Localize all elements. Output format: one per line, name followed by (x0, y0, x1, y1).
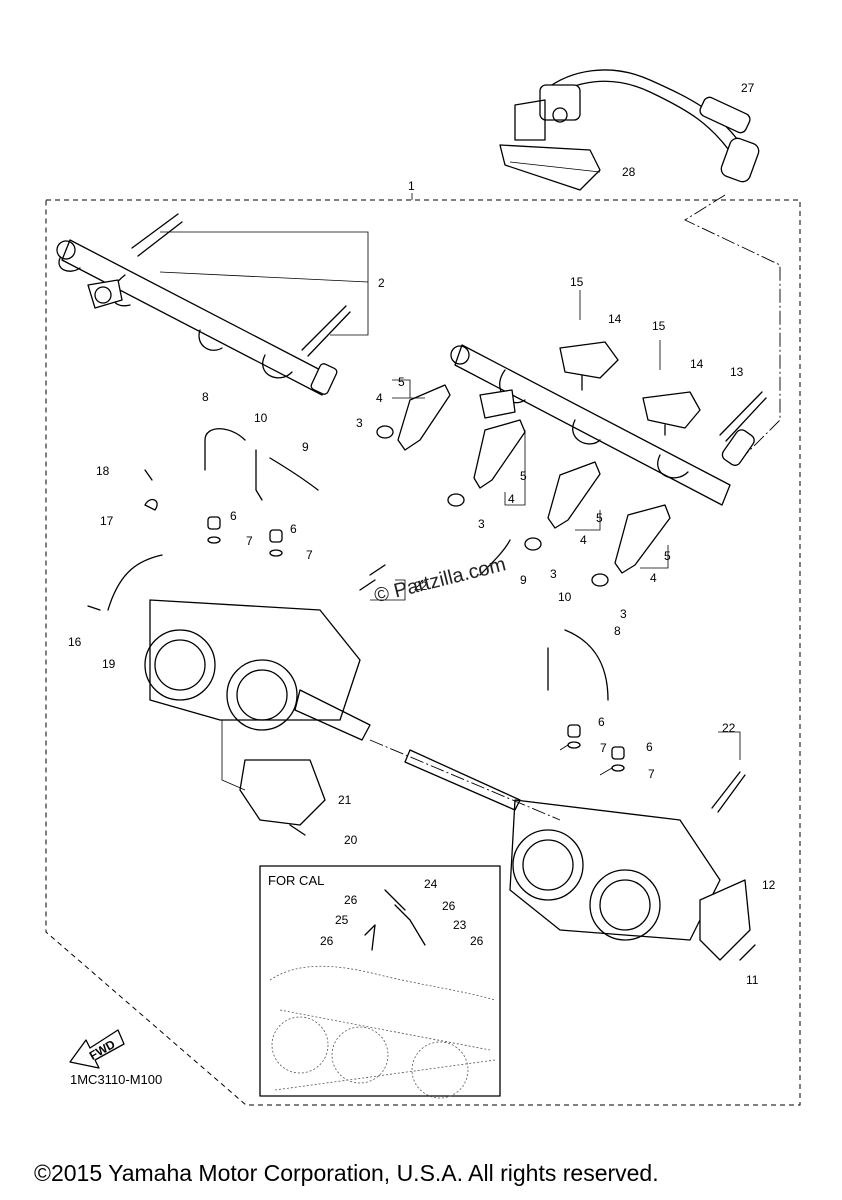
pressure-sensor-lower (642, 391, 701, 429)
throttle-body-right (509, 799, 721, 941)
callout-9: 9 (520, 573, 527, 587)
callout-20: 20 (344, 833, 358, 847)
for-cal-label: FOR CAL (268, 873, 325, 888)
callout-6: 6 (290, 522, 297, 536)
drawing-code: 1MC3110-M100 (70, 1072, 163, 1087)
callout-7: 7 (246, 534, 253, 548)
hose-left-8 (204, 428, 246, 471)
callout-12: 12 (762, 878, 776, 892)
callout-4: 4 (508, 492, 515, 506)
callout-22: 22 (414, 579, 428, 593)
callout-3: 3 (478, 517, 485, 531)
callout-11: 11 (746, 973, 759, 987)
callout-7: 7 (600, 741, 607, 755)
pressure-sensor-upper (559, 341, 619, 379)
callout-26: 26 (470, 934, 484, 948)
callout-14: 14 (690, 357, 704, 371)
callout-numbers: 1 2 3 3 3 3 4 4 4 4 5 5 5 5 6 6 6 6 7 7 … (68, 81, 776, 987)
throttle-position-sensor-12 (699, 879, 751, 961)
callout-17: 17 (100, 514, 114, 528)
assembly-boundary (45, 199, 801, 1106)
bolt-upper (131, 213, 183, 257)
callout-15: 15 (570, 275, 584, 289)
fuel-rail-left (56, 239, 338, 396)
callout-2: 2 (378, 276, 385, 290)
callout-3: 3 (620, 607, 627, 621)
callout-8: 8 (614, 624, 621, 638)
injectors (376, 384, 671, 587)
callout-4: 4 (376, 391, 383, 405)
hose-centerline (684, 194, 781, 461)
shaft-centerline (369, 739, 561, 821)
callout-5: 5 (520, 469, 527, 483)
callout-9: 9 (302, 440, 309, 454)
callout-4: 4 (580, 533, 587, 547)
callout-7: 7 (648, 767, 655, 781)
callout-26: 26 (344, 893, 358, 907)
callout-23: 23 (453, 918, 467, 932)
fwd-arrow-icon (69, 1029, 125, 1069)
callout-25: 25 (335, 913, 349, 927)
callout-5: 5 (398, 375, 405, 389)
copyright-notice: ©2015 Yamaha Motor Corporation, U.S.A. A… (34, 1160, 659, 1186)
callout-16: 16 (68, 635, 82, 649)
hose-right-8 (564, 629, 609, 701)
callout-28: 28 (622, 165, 636, 179)
callout-26: 26 (320, 934, 334, 948)
callout-6: 6 (646, 740, 653, 754)
callout-10: 10 (254, 411, 268, 425)
leader-lines (159, 161, 741, 791)
callout-5: 5 (664, 549, 671, 563)
callout-10: 10 (558, 590, 572, 604)
callout-18: 18 (96, 464, 110, 478)
callout-6: 6 (598, 715, 605, 729)
callout-15: 15 (652, 319, 666, 333)
callout-1: 1 (408, 179, 415, 193)
callout-24: 24 (424, 877, 438, 891)
fuel-hose-assembly (499, 69, 760, 191)
callout-21: 21 (338, 793, 352, 807)
callout-5: 5 (596, 511, 603, 525)
bolt-lower (301, 305, 351, 357)
fuel-rail-right (450, 344, 767, 506)
callout-26: 26 (442, 899, 456, 913)
for-cal-sketch (269, 889, 496, 1099)
callout-22: 22 (722, 721, 736, 735)
callout-7: 7 (306, 548, 313, 562)
for-cal-inset (259, 865, 501, 1097)
callout-3: 3 (356, 416, 363, 430)
callout-6: 6 (230, 509, 237, 523)
callout-19: 19 (102, 657, 116, 671)
callout-27: 27 (741, 81, 755, 95)
callout-14: 14 (608, 312, 622, 326)
throttle-position-sensor-21 (239, 759, 326, 826)
callout-8: 8 (202, 390, 209, 404)
callout-3: 3 (550, 567, 557, 581)
callout-4: 4 (650, 571, 657, 585)
callout-13: 13 (730, 365, 744, 379)
throttle-body-left (144, 599, 371, 741)
